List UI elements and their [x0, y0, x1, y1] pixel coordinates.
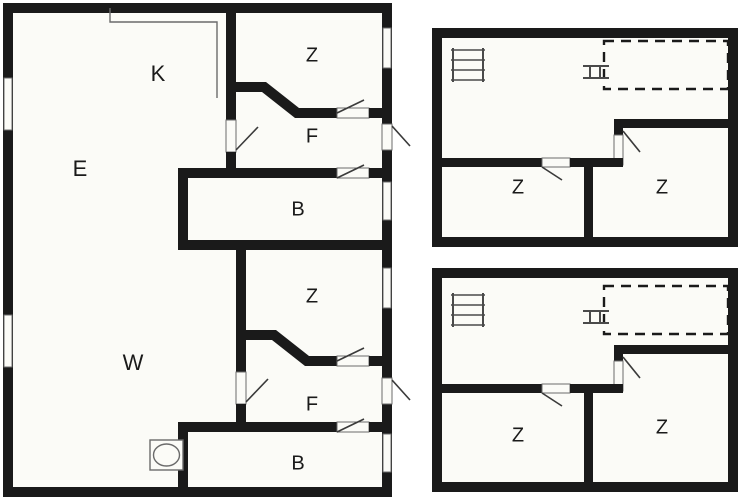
window-left-lower — [3, 314, 13, 368]
room-label-F-lower: F — [306, 393, 318, 415]
panel-loft-top: Z Z — [432, 28, 738, 247]
window-right-2 — [382, 181, 392, 221]
room-label-B-upper: B — [291, 198, 304, 220]
loft-top-wall-right-corner — [614, 119, 623, 135]
door-W-to-F-lower-swing — [245, 378, 269, 403]
door-Z-to-F-lower-swing — [336, 347, 365, 362]
wall-spine-lower — [236, 250, 246, 372]
room-label-Z-lower: Z — [306, 285, 318, 307]
window-right-4 — [382, 433, 392, 473]
loft-bottom-wall-mid-right — [570, 384, 623, 393]
wall-B-upper-left — [178, 168, 188, 250]
stair-step-icon-top — [583, 65, 609, 79]
room-label-F-upper: F — [306, 125, 318, 147]
panel-main-floor: E K W Z Z F F B B — [3, 3, 411, 497]
stair-step-icon-bottom — [583, 310, 609, 324]
wall-spine-upper — [226, 3, 236, 120]
room-label-K: K — [151, 61, 166, 86]
loft-top-wall-right-top — [614, 119, 738, 128]
loft-bottom-door-left — [541, 383, 571, 394]
loft-top-door-left — [541, 157, 571, 168]
wall-F-B-lower — [184, 422, 337, 432]
loft-bottom-wall-right-top — [614, 345, 738, 354]
room-label-E: E — [73, 156, 88, 181]
exterior-door-upper-swing — [391, 125, 411, 147]
room-label-Z-upper: Z — [306, 44, 318, 66]
window-left-upper — [3, 77, 13, 131]
exterior-door-upper — [381, 123, 393, 151]
door-E-to-F-upper-swing — [235, 126, 259, 151]
exterior-door-lower — [381, 377, 393, 405]
loft-bottom-door-right-swing — [622, 356, 641, 379]
wall-spine-lower-stub — [236, 404, 246, 422]
ladder-icon-top — [451, 48, 485, 82]
panel-loft-bottom: Z Z — [432, 268, 738, 492]
door-F-to-B-lower-swing — [336, 418, 365, 433]
room-label-loft-bottom-Z-left: Z — [512, 424, 524, 446]
wall-F-B-upper-stub-right — [369, 168, 383, 178]
loft-top-door-left-swing — [541, 166, 563, 181]
room-label-W: W — [123, 350, 144, 375]
door-E-to-F-upper — [225, 119, 237, 153]
room-label-loft-top-Z-right: Z — [656, 176, 668, 198]
wall-spine-upper-stub — [226, 152, 236, 170]
room-label-loft-top-Z-left: Z — [512, 176, 524, 198]
room-label-loft-bottom-Z-right: Z — [656, 416, 668, 438]
kitchen-counter-outline — [109, 8, 218, 98]
window-right-1 — [382, 27, 392, 69]
ladder-icon-bottom — [451, 293, 485, 327]
loft-bottom-wall-right-corner — [614, 345, 623, 361]
window-right-3 — [382, 267, 392, 309]
loft-bottom-door-left-swing — [541, 392, 563, 407]
loft-top-wall-mid-right — [570, 158, 623, 167]
loft-top-door-right-swing — [622, 130, 641, 153]
wood-stove-icon — [149, 439, 184, 471]
exterior-door-lower-swing — [391, 379, 411, 401]
door-Z-to-F-upper-swing — [336, 99, 365, 114]
wall-Z-upper-stub-right — [369, 108, 383, 118]
wall-Z-lower-stub-right — [369, 356, 383, 366]
loft-bottom-wall-mid-left — [442, 384, 542, 393]
room-label-B-lower: B — [291, 452, 304, 474]
wall-F-B-upper — [184, 168, 337, 178]
door-Z-to-F-upper — [336, 107, 370, 119]
wall-F-B-lower-stub-right — [369, 422, 383, 432]
door-F-to-B-upper-swing — [336, 164, 365, 179]
loft-top-wall-mid-left — [442, 158, 542, 167]
wall-Z-upper-angled — [236, 82, 337, 118]
loft-bottom-wall-vertical — [584, 384, 593, 482]
loft-top-wall-vertical — [584, 158, 593, 247]
door-Z-to-F-lower — [336, 355, 370, 367]
door-W-to-F-lower — [235, 371, 247, 405]
wall-Z-lower-angled — [246, 330, 337, 366]
wall-B-upper-bottom — [178, 240, 383, 250]
